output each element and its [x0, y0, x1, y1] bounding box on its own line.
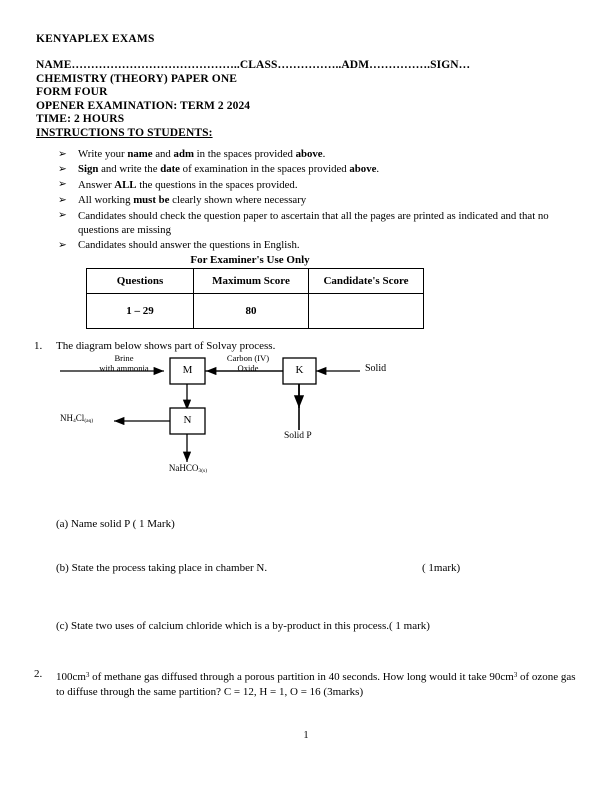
column-header-maximum-score: Maximum Score — [193, 268, 309, 294]
diagram-svg — [60, 357, 360, 462]
arrow-bullet-icon: ➢ — [58, 209, 67, 222]
question-1b-marks: ( 1mark) — [422, 562, 461, 574]
exam-header-block: NAME……………………………………..CLASS……………..ADM……………… — [36, 59, 470, 141]
instructions-heading: INSTRUCTIONS TO STUDENTS: — [36, 126, 213, 139]
label-carbon-line2: Oxide — [237, 362, 259, 373]
arrow-bullet-icon: ➢ — [58, 162, 67, 175]
exam-brand-title: KENYAPLEX EXAMS — [36, 33, 155, 45]
table-row: 1 – 29 80 — [86, 293, 424, 329]
cell-candidate-score — [308, 293, 424, 329]
label-carbon-line1: Carbon (IV) — [226, 353, 270, 363]
instruction-item-5: ➢ Candidates should check the question pa… — [56, 209, 576, 237]
instruction-item-text: Sign and write the date of examination i… — [78, 163, 380, 176]
question-2-number: 2. — [34, 668, 43, 680]
instruction-item-text: Answer ALL the questions in the spaces p… — [78, 178, 298, 191]
question-1b-text: State the process taking place in chambe… — [71, 562, 268, 574]
box-label-M: M — [182, 364, 193, 376]
question-1c: (c) State two uses of calcium chloride w… — [56, 620, 430, 632]
box-label-K: K — [295, 364, 304, 376]
label-ammonium-chloride: NH4Cl(aq) — [60, 413, 94, 425]
box-label-N: N — [183, 414, 192, 426]
question-1-number: 1. — [34, 340, 43, 352]
table-header-row: Questions Maximum Score Candidate's Scor… — [86, 268, 424, 294]
question-1c-label: (c) — [56, 620, 69, 632]
examiner-table-caption: For Examiner's Use Only — [190, 254, 310, 266]
question-1-stem: The diagram below shows part of Solvay p… — [56, 340, 276, 352]
examiner-score-table: Questions Maximum Score Candidate's Scor… — [86, 268, 424, 329]
header-name-class-adm-sign-line: NAME……………………………………..CLASS……………..ADM……………… — [36, 59, 471, 71]
instruction-item-1: ➢ Write your name and adm in the spaces p… — [56, 147, 576, 161]
header-form-line: FORM FOUR — [36, 86, 108, 99]
instruction-item-2: ➢ Sign and write the date of examination … — [56, 162, 576, 176]
examiner-use-section: For Examiner's Use Only Questions Maximu… — [86, 254, 424, 329]
question-1a: (a) Name solid P ( 1 Mark) — [56, 518, 175, 530]
header-subject-line: CHEMISTRY (THEORY) PAPER ONE — [36, 72, 238, 85]
label-solid-input: Solid — [365, 363, 387, 374]
label-brine-with-ammonia: Brine with ammonia — [81, 353, 167, 373]
question-1c-text: State two uses of calcium chloride which… — [70, 620, 430, 632]
label-solid-p: Solid P — [284, 431, 312, 441]
question-2-stem: 100cm3 of methane gas diffused through a… — [56, 670, 576, 698]
cell-maximum-score: 80 — [193, 293, 309, 329]
box-M — [169, 357, 206, 385]
arrow-bullet-icon: ➢ — [58, 238, 67, 251]
instruction-item-4: ➢ All working must be clearly shown where… — [56, 193, 576, 207]
header-examination-line: OPENER EXAMINATION: TERM 2 2024 — [36, 99, 251, 112]
instructions-list: ➢ Write your name and adm in the spaces p… — [56, 147, 576, 254]
arrow-bullet-icon: ➢ — [58, 178, 67, 191]
label-brine-line2: with ammonia — [99, 362, 149, 373]
instruction-item-text: Candidates should answer the questions i… — [78, 239, 300, 252]
page-number: 1 — [303, 730, 309, 741]
column-header-questions: Questions — [86, 268, 194, 294]
box-N — [169, 407, 206, 435]
arrow-bullet-icon: ➢ — [58, 147, 67, 160]
solvay-process-diagram: M K N Brine with ammonia Carbon (IV) Oxi… — [60, 352, 400, 482]
question-1b: (b) State the process taking place in ch… — [56, 562, 460, 574]
instruction-item-text: All working must be clearly shown where … — [78, 194, 307, 207]
question-1b-label: (b) — [56, 562, 69, 574]
label-carbon-iv-oxide: Carbon (IV) Oxide — [212, 353, 284, 373]
label-brine-line1: Brine — [114, 353, 134, 363]
header-time-line: TIME: 2 HOURS — [36, 113, 125, 126]
cell-question-range: 1 – 29 — [86, 293, 194, 329]
instruction-item-text: Candidates should check the question pap… — [78, 209, 549, 236]
label-sodium-bicarbonate: NaHCO3(s) — [168, 463, 208, 475]
instruction-item-text: Write your name and adm in the spaces pr… — [78, 148, 326, 160]
instruction-item-6: ➢ Candidates should answer the questions … — [56, 238, 576, 252]
arrow-bullet-icon: ➢ — [58, 193, 67, 206]
question-1a-label: (a) — [56, 518, 69, 530]
instruction-item-3: ➢ Answer ALL the questions in the spaces … — [56, 178, 576, 192]
column-header-candidates-score: Candidate's Score — [308, 268, 424, 294]
question-1a-text: Name solid P ( 1 Mark) — [70, 518, 175, 530]
